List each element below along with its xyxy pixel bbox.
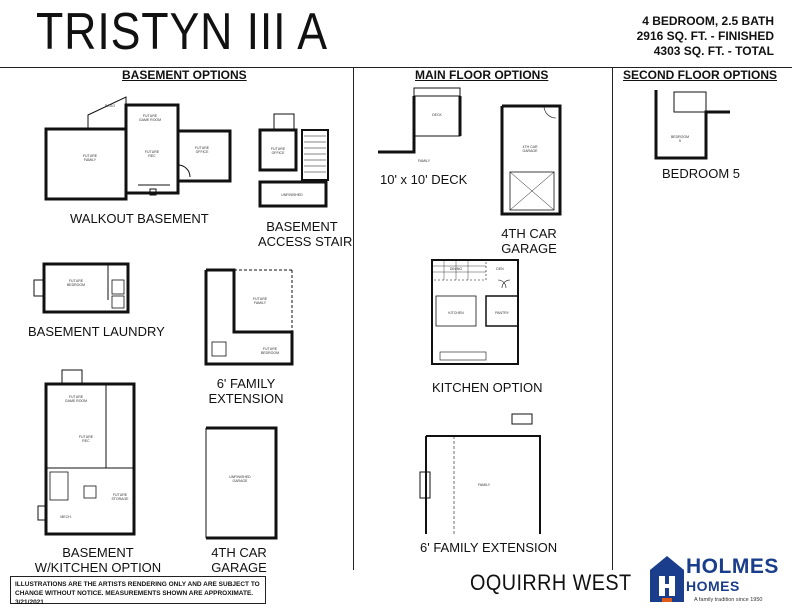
spec-finished: 2916 SQ. FT. - FINISHED — [636, 29, 774, 43]
label-walkout-basement: WALKOUT BASEMENT — [70, 211, 209, 226]
community-name: OQUIRRH WEST — [470, 570, 632, 595]
svg-text:BEDROOM: BEDROOM — [67, 283, 85, 287]
label-access-stair: BASEMENT ACCESS STAIR — [258, 219, 353, 249]
svg-text:PANTRY: PANTRY — [495, 311, 510, 315]
svg-text:FUTURE: FUTURE — [83, 154, 98, 158]
section-main: MAIN FLOOR OPTIONS — [415, 68, 549, 82]
label-family-extension-basement: 6' FAMILY EXTENSION — [208, 376, 284, 406]
section-second: SECOND FLOOR OPTIONS — [623, 68, 778, 82]
label-basement-kitchen: BASEMENT W/KITCHEN OPTION — [34, 545, 162, 575]
svg-text:DEN: DEN — [496, 267, 504, 271]
svg-text:DECK: DECK — [432, 113, 442, 117]
disclaimer: ILLUSTRATIONS ARE THE ARTISTS RENDERING … — [10, 576, 266, 606]
svg-text:FAMILY: FAMILY — [84, 158, 97, 162]
svg-text:REC: REC — [148, 154, 156, 158]
svg-text:FUTURE: FUTURE — [253, 297, 268, 301]
svg-text:4TH CAR: 4TH CAR — [523, 145, 538, 149]
section-basement: BASEMENT OPTIONS — [122, 68, 247, 82]
svg-text:GAME ROOM: GAME ROOM — [139, 118, 161, 122]
main-family-extension-plan: FAMILY — [419, 413, 541, 534]
svg-text:GAME ROOM: GAME ROOM — [65, 399, 87, 403]
svg-text:FAMILY: FAMILY — [478, 483, 491, 487]
svg-text:GARAGE: GARAGE — [233, 479, 249, 483]
label-garage-main: 4TH CAR GARAGE — [501, 226, 557, 256]
svg-text:FAMILY: FAMILY — [254, 301, 267, 305]
svg-text:FUTURE: FUTURE — [195, 146, 210, 150]
svg-text:FUTURE: FUTURE — [113, 493, 128, 497]
plan-specs: 4 BEDROOM, 2.5 BATH 2916 SQ. FT. - FINIS… — [637, 14, 774, 59]
svg-text:KITCHEN: KITCHEN — [448, 311, 464, 315]
svg-text:5: 5 — [679, 139, 681, 143]
svg-text:FAMILY: FAMILY — [418, 159, 431, 163]
svg-text:MECH.: MECH. — [60, 515, 71, 519]
label-garage-basement: 4TH CAR GARAGE — [211, 545, 267, 575]
spec-total: 4303 SQ. FT. - TOTAL — [653, 44, 774, 58]
spec-bedrooms: 4 BEDROOM, 2.5 BATH — [642, 14, 774, 28]
label-kitchen: KITCHEN OPTION — [432, 380, 543, 395]
svg-text:BEDROOM: BEDROOM — [671, 135, 689, 139]
logo-wordmark: HOLMES HOMES — [686, 555, 779, 595]
svg-text:FUTURE: FUTURE — [143, 114, 158, 118]
svg-text:FUTURE: FUTURE — [79, 435, 94, 439]
svg-text:STORAGE: STORAGE — [111, 497, 129, 501]
svg-text:FUTURE: FUTURE — [145, 150, 160, 154]
kitchen-plan: DINING KITCHEN PANTRY DEN — [431, 259, 519, 365]
svg-text:DINING: DINING — [450, 267, 463, 271]
column-divider-1 — [353, 67, 354, 570]
svg-text:UNFINISHED: UNFINISHED — [229, 475, 251, 479]
svg-text:FUTURE: FUTURE — [69, 395, 84, 399]
svg-text:UNFINISHED: UNFINISHED — [281, 193, 303, 197]
deck-plan: DECK FAMILY — [378, 87, 462, 163]
column-divider-2 — [612, 67, 613, 570]
label-bedroom5: BEDROOM 5 — [662, 166, 741, 181]
svg-text:OFFICE: OFFICE — [196, 150, 209, 154]
label-deck: 10' x 10' DECK — [380, 172, 468, 187]
svg-text:FUTURE: FUTURE — [263, 347, 278, 351]
plan-title: TRISTYN III A — [36, 3, 328, 61]
svg-text:FUTURE: FUTURE — [69, 279, 84, 283]
svg-text:GARAGE: GARAGE — [523, 149, 539, 153]
svg-text:BEDROOM: BEDROOM — [261, 351, 279, 355]
svg-text:PATIO: PATIO — [105, 104, 115, 108]
svg-text:FUTURE: FUTURE — [271, 147, 286, 151]
logo-tagline: A family tradition since 1950 — [694, 597, 763, 603]
label-basement-laundry: BASEMENT LAUNDRY — [28, 324, 165, 339]
label-family-extension-main: 6' FAMILY EXTENSION — [420, 540, 558, 555]
house-logo-icon — [650, 556, 684, 602]
svg-text:OFFICE: OFFICE — [272, 151, 285, 155]
svg-text:REC: REC — [82, 439, 90, 443]
header-divider — [0, 67, 792, 68]
